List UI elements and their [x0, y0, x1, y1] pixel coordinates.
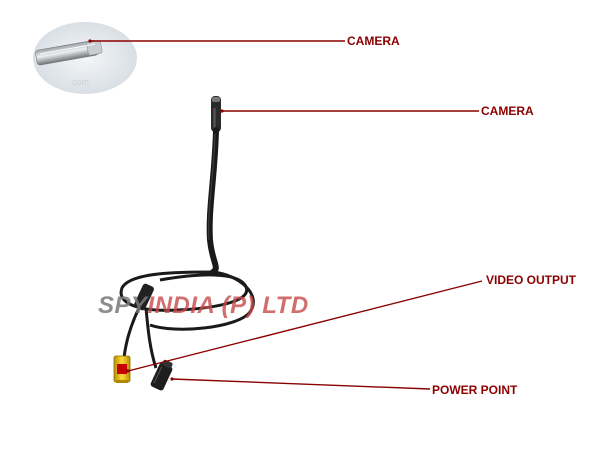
leader-lines	[88, 39, 483, 390]
label-power-point: POWER POINT	[432, 383, 518, 397]
camera-cable-assembly	[119, 96, 255, 369]
watermark-right: INDIA (P) LTD	[147, 292, 309, 319]
label-video-output: VIDEO OUTPUT	[486, 273, 577, 287]
rca-video-connector	[113, 355, 131, 383]
leader-line-power-point	[171, 378, 431, 390]
leader-line-video-output	[127, 280, 483, 372]
label-camera-tip: CAMERA	[481, 104, 534, 118]
camera-closeup-inset: com	[33, 22, 137, 94]
label-camera-top: CAMERA	[347, 34, 400, 48]
svg-text:com: com	[72, 77, 89, 87]
watermark: SPYINDIA (P) LTD	[98, 292, 309, 320]
watermark-left: SPY	[98, 292, 148, 319]
